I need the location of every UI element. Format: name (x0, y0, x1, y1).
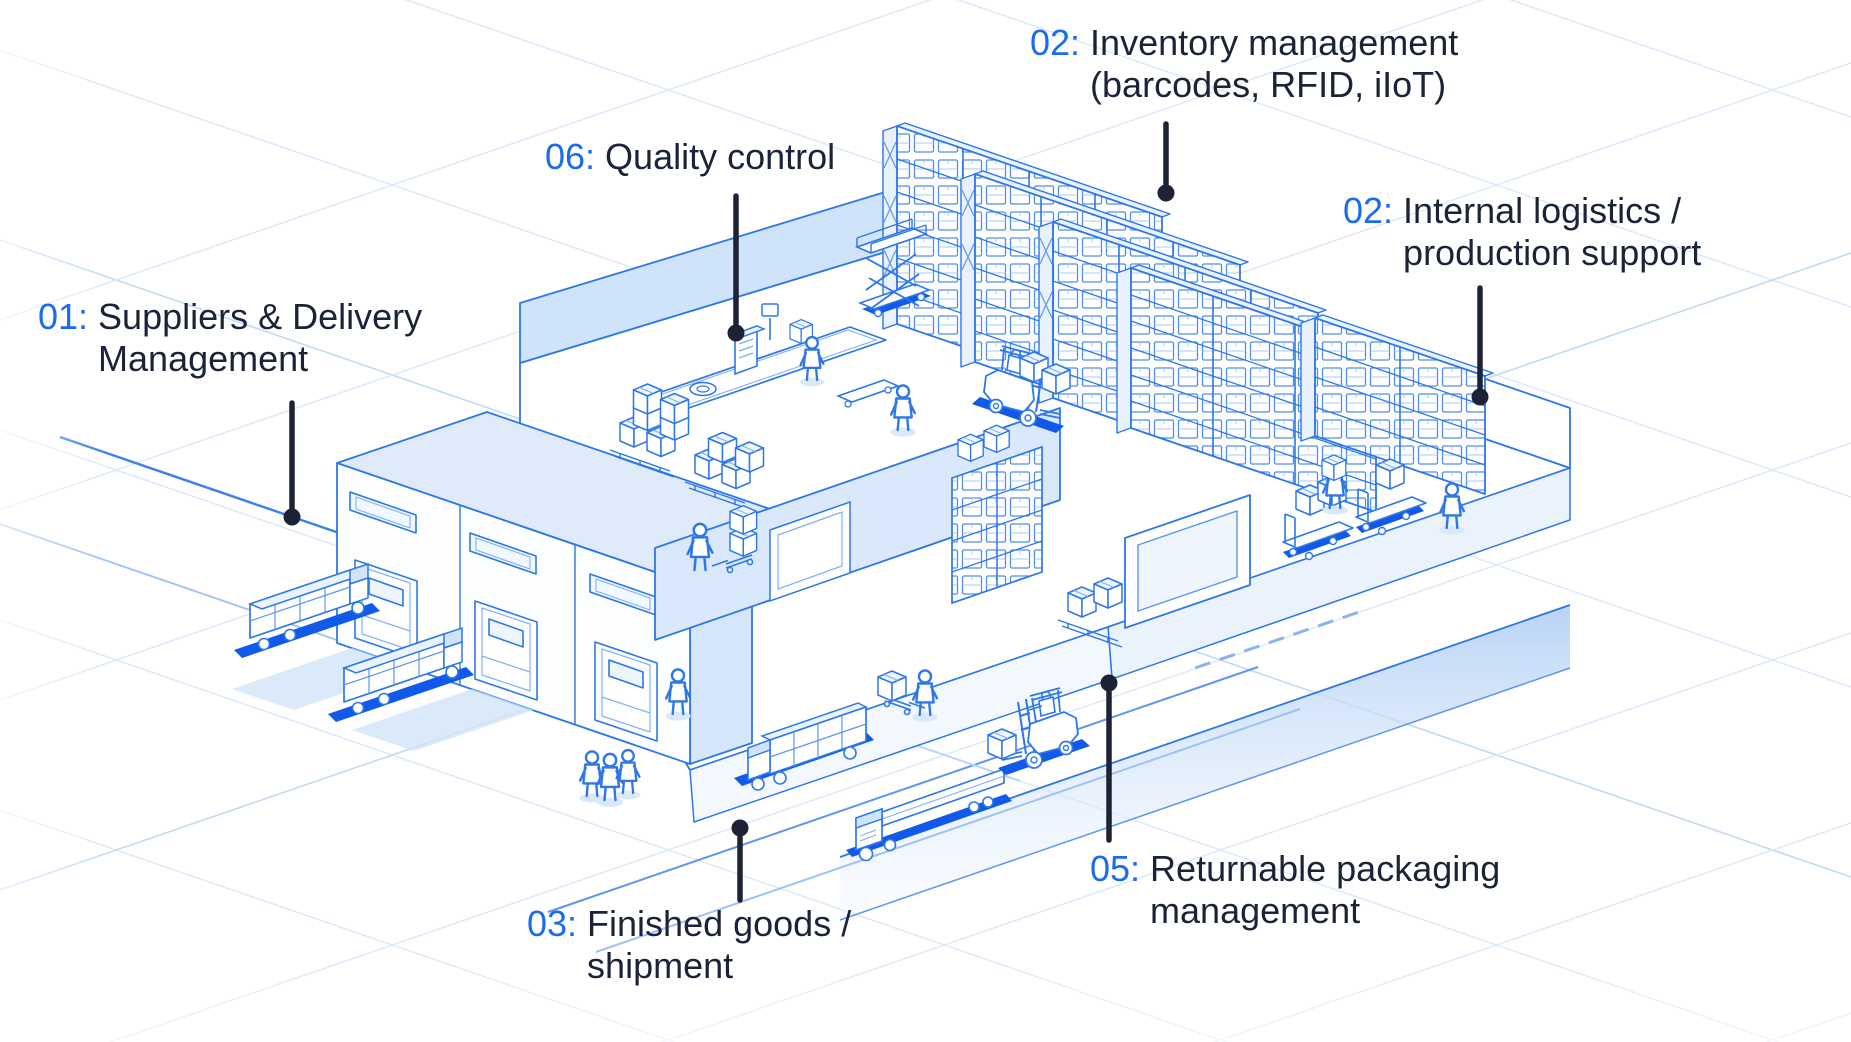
shipping-yard (578, 669, 1091, 862)
box-truck (734, 702, 874, 791)
callouts (283, 121, 1489, 903)
partition-wall (654, 407, 1061, 641)
dock-building (232, 411, 841, 765)
callout-internal (1471, 285, 1489, 406)
label-text: Internal logistics / production support (1403, 190, 1702, 274)
quality-control-station (637, 218, 932, 438)
label-quality-control: 06: Quality control (545, 136, 835, 178)
label-returnable-packaging: 05: Returnable packaging management (1090, 848, 1500, 933)
small-rack (951, 424, 1043, 605)
semi-truck (846, 768, 1012, 862)
dock-doors (354, 559, 658, 742)
worker-group (578, 748, 642, 809)
label-number: 02: (1030, 22, 1081, 63)
callout-quality (727, 193, 745, 342)
callout-inventory (1157, 121, 1175, 202)
label-number: 01: (38, 296, 89, 337)
label-internal-logistics: 02: Internal logistics / production supp… (1343, 190, 1701, 275)
partition-door-opening (769, 500, 851, 603)
label-number: 02: (1343, 190, 1394, 231)
label-number: 06: (545, 136, 596, 177)
shipping-door (1124, 494, 1251, 629)
label-number: 05: (1090, 848, 1141, 889)
callout-finished (731, 819, 749, 903)
label-text: Finished goods / shipment (587, 903, 852, 987)
label-number: 03: (527, 903, 578, 944)
callout-returnable (1100, 674, 1118, 843)
label-text: Returnable packaging management (1150, 848, 1501, 932)
scissor-lift (854, 218, 932, 318)
qc-monitor (761, 303, 779, 340)
label-text: Inventory management (barcodes, RFID, iI… (1090, 22, 1459, 106)
callout-suppliers (283, 400, 301, 526)
label-text: Suppliers & Delivery Management (98, 296, 423, 380)
label-finished-goods: 03: Finished goods / shipment (527, 903, 851, 988)
label-suppliers-delivery: 01: Suppliers & Delivery Management (38, 296, 422, 381)
label-text: Quality control (605, 136, 836, 177)
label-inventory-management: 02: Inventory management (barcodes, RFID… (1030, 22, 1458, 107)
